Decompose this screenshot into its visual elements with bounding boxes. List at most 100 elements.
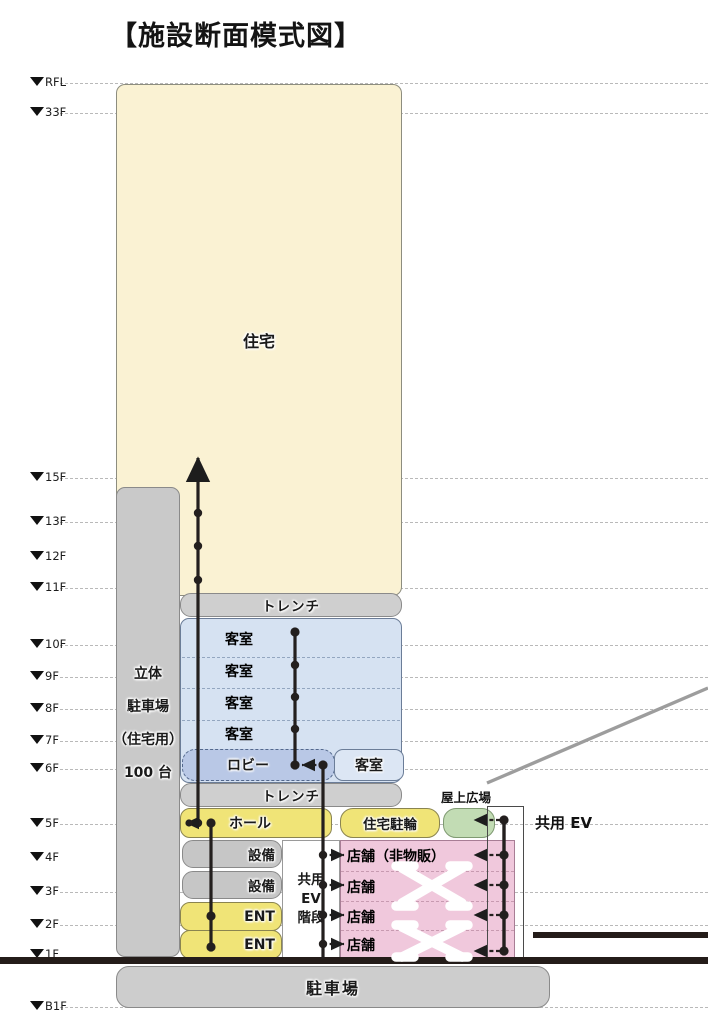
shared-ev-label: 共用 EV	[535, 814, 593, 832]
floor-marker-label: 33F	[45, 105, 67, 119]
floor-marker-triangle-icon	[30, 638, 44, 648]
hall-label: ホール	[229, 816, 271, 832]
core-label-shared: 共用	[297, 872, 325, 889]
floor-marker-label: 5F	[45, 816, 59, 830]
floor-marker-13F: 13F	[30, 514, 66, 528]
hotel-room-label: 客室	[225, 727, 253, 743]
floor-marker-33F: 33F	[30, 105, 66, 119]
shop-label: 店舗	[347, 909, 375, 926]
floor-marker-label: RFL	[45, 75, 67, 89]
floor-marker-triangle-icon	[30, 918, 44, 928]
floor-marker-12F: 12F	[30, 549, 66, 563]
floor-marker-triangle-icon	[30, 734, 44, 744]
floor-marker-label: 12F	[45, 549, 67, 563]
core-label-ev: EV	[301, 891, 321, 908]
floor-marker-triangle-icon	[30, 581, 44, 591]
shop-unit: 店舗	[347, 902, 497, 931]
equipment-label: 設備	[248, 848, 275, 864]
shop-unit: 店舗（非物販）	[347, 841, 497, 870]
floor-marker-7F: 7F	[30, 733, 59, 747]
floor-marker-triangle-icon	[30, 670, 44, 680]
shop-unit: 店舗	[347, 931, 497, 959]
hotel-divider	[182, 720, 400, 721]
basement-parking-label: 駐車場	[305, 979, 360, 998]
floor-marker-triangle-icon	[30, 762, 44, 772]
floor-marker-label: 13F	[45, 514, 67, 528]
floor-marker-triangle-icon	[30, 948, 44, 958]
hotel-room-label: 客室	[225, 696, 253, 712]
page-title: 【施設断面模式図】	[110, 21, 362, 52]
floor-marker-2F: 2F	[30, 917, 59, 931]
floor-marker-label: 7F	[45, 733, 59, 747]
floor-marker-RFL: RFL	[30, 75, 66, 89]
floor-marker-label: 4F	[45, 850, 59, 864]
block-basement-parking: 駐車場	[116, 966, 550, 1008]
floor-marker-triangle-icon	[30, 550, 44, 560]
floor-marker-label: 11F	[45, 580, 67, 594]
equipment-label: 設備	[248, 879, 275, 895]
floor-marker-5F: 5F	[30, 816, 59, 830]
parking-line-3: （住宅用）	[113, 731, 183, 748]
block-trench-upper: トレンチ	[180, 593, 402, 617]
floor-marker-8F: 8F	[30, 701, 59, 715]
floor-marker-label: B1F	[45, 999, 67, 1013]
floor-marker-label: 15F	[45, 470, 67, 484]
hotel-room-right-label: 客室	[355, 758, 383, 774]
block-parking-tower: 立体 駐車場 （住宅用） 100 台	[113, 487, 183, 957]
lobby-label: ロビー	[227, 758, 269, 774]
parking-line-1: 立体	[134, 665, 162, 682]
block-equipment: 設備	[182, 871, 282, 899]
parking-line-2: 駐車場	[127, 698, 169, 715]
trench-upper-label: トレンチ	[262, 599, 320, 615]
shop-label: 店舗	[347, 879, 375, 896]
entrance-label: ENT	[244, 908, 275, 925]
floor-marker-label: 10F	[45, 637, 67, 651]
floor-marker-10F: 10F	[30, 637, 66, 651]
floor-marker-triangle-icon	[30, 1000, 44, 1010]
floor-marker-6F: 6F	[30, 761, 59, 775]
shared-ev-shaft	[487, 806, 524, 961]
floor-marker-triangle-icon	[30, 702, 44, 712]
floor-marker-label: 3F	[45, 884, 59, 898]
floor-marker-3F: 3F	[30, 884, 59, 898]
hotel-room: 客室	[225, 656, 315, 686]
floor-marker-4F: 4F	[30, 850, 59, 864]
floor-marker-9F: 9F	[30, 669, 59, 683]
floor-marker-triangle-icon	[30, 885, 44, 895]
floor-marker-label: 2F	[45, 917, 59, 931]
hotel-room: 客室	[225, 688, 315, 718]
hotel-room-label: 客室	[225, 632, 253, 648]
floor-marker-11F: 11F	[30, 580, 66, 594]
block-lobby: ロビー	[182, 749, 335, 781]
entrance-label: ENT	[244, 936, 275, 953]
floor-marker-label: 8F	[45, 701, 59, 715]
floor-marker-label: 9F	[45, 669, 59, 683]
hotel-room-label: 客室	[225, 664, 253, 680]
block-entrance: ENT	[180, 930, 282, 959]
shop-label: 店舗（非物販）	[347, 848, 445, 865]
floor-marker-label: 6F	[45, 761, 59, 775]
floor-marker-triangle-icon	[30, 471, 44, 481]
block-core-ev-stairs: 共用 EV 階段	[282, 840, 340, 959]
block-trench-lower: トレンチ	[180, 783, 402, 807]
core-label-stairs: 階段	[297, 909, 325, 926]
floor-marker-triangle-icon	[30, 515, 44, 525]
block-hall: ホール	[180, 808, 332, 838]
floor-marker-triangle-icon	[30, 76, 44, 86]
block-residential-label: 住宅	[242, 332, 275, 351]
hotel-divider	[182, 688, 400, 689]
block-equipment: 設備	[182, 840, 282, 868]
hotel-divider	[182, 657, 400, 658]
trench-lower-label: トレンチ	[262, 789, 320, 805]
hotel-room: 客室	[225, 624, 315, 654]
floor-gridline	[60, 83, 708, 84]
parking-line-4: 100 台	[123, 764, 173, 781]
block-bike-parking: 住宅駐輪	[340, 808, 440, 838]
shop-unit: 店舗	[347, 872, 497, 901]
ground-line-main	[0, 957, 708, 964]
floor-marker-triangle-icon	[30, 106, 44, 116]
ground-line-upper	[533, 932, 708, 938]
hotel-room: 客室	[225, 719, 315, 749]
floor-marker-B1F: B1F	[30, 999, 67, 1013]
